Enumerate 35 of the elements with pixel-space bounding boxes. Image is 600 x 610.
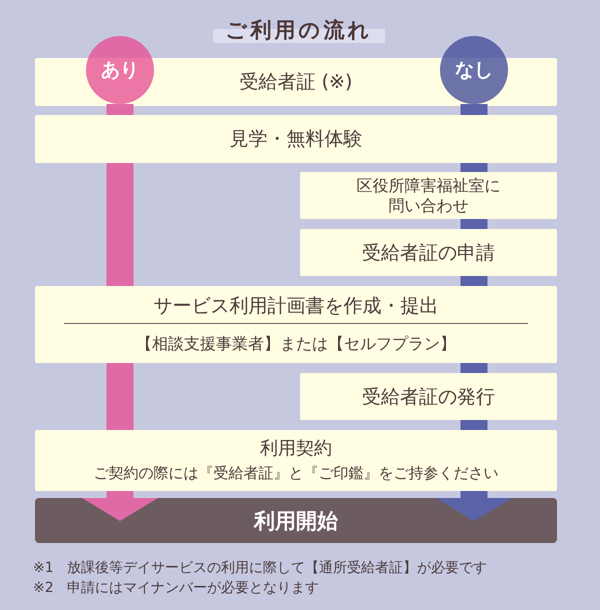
flow-band xyxy=(460,219,488,229)
flow-band xyxy=(460,104,488,115)
step-label: サービス利用計画書を作成・提出 xyxy=(154,294,438,318)
process-box xyxy=(35,286,557,363)
footnote-mark: ※2 xyxy=(33,579,54,597)
flow-band xyxy=(460,163,488,172)
circle-label: なし xyxy=(455,58,493,82)
step-note: 【相談支援事業者】または【セルフプラン】 xyxy=(136,333,456,355)
flow-band xyxy=(460,363,488,373)
step-label: 見学・無料体験 xyxy=(230,127,362,151)
footnote-text: 放課後等デイサービスの利用に際して【通所受給者証】が必要です xyxy=(67,559,487,577)
flow-band xyxy=(106,163,134,286)
step-label: 利用開始 xyxy=(254,508,338,534)
circle-label: あり xyxy=(101,58,139,82)
title-heading: ご利用の流れ xyxy=(213,16,385,44)
process-box xyxy=(35,115,557,163)
process-box xyxy=(300,172,557,219)
flow-band xyxy=(106,104,134,115)
terminal-box xyxy=(35,498,557,543)
flow-band xyxy=(460,420,488,430)
step-label: 区役所障害福祉室に問い合わせ xyxy=(355,176,502,216)
process-box xyxy=(300,373,557,420)
step-label: 受給者証の申請 xyxy=(362,240,495,264)
flow-band xyxy=(106,363,134,430)
process-box xyxy=(300,229,557,276)
step-note: ご契約の際には『受給者証』と『ご印鑑』をご持参ください xyxy=(94,463,498,483)
footnote-mark: ※1 xyxy=(33,559,54,577)
step-label: 受給者証 (※) xyxy=(240,70,352,94)
step-label: 利用契約 xyxy=(260,438,332,460)
footnote-text: 申請にはマイナンバーが必要となります xyxy=(67,579,319,597)
flow-arrow xyxy=(436,491,512,521)
flow-arrow xyxy=(82,491,158,521)
step-label: 受給者証の発行 xyxy=(362,384,495,408)
flow-band xyxy=(460,276,488,286)
process-box xyxy=(35,430,557,491)
